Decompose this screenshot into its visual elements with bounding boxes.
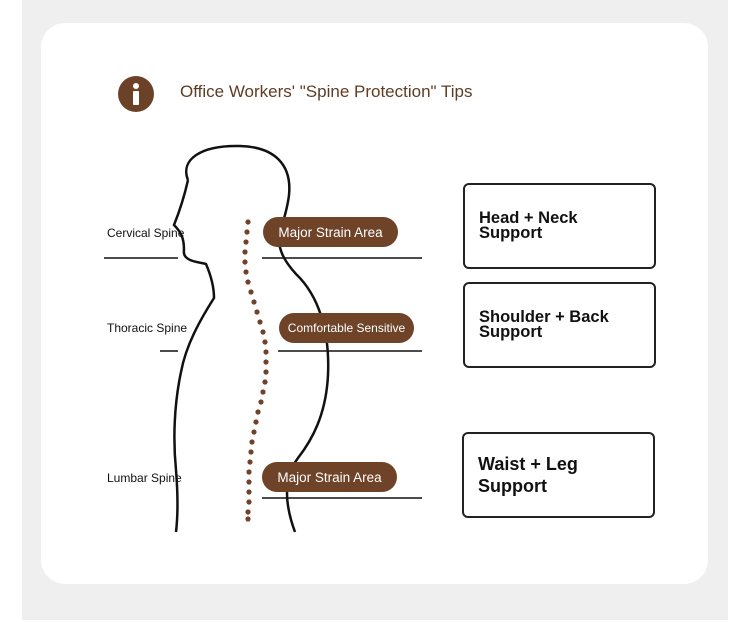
info-icon-bar <box>133 91 139 105</box>
info-icon-dot <box>133 83 139 89</box>
lumbar-spine-label: Lumbar Spine <box>107 471 182 485</box>
thoracic-strain-tag: Comfortable Sensitive <box>279 313 414 343</box>
page-title: Office Workers' "Spine Protection" Tips <box>180 82 473 101</box>
waist-leg-support-label: Waist + Leg Support <box>478 454 578 496</box>
lumbar-strain-tag: Major Strain Area <box>262 462 397 492</box>
shoulder-back-support-box: Shoulder + Back Support <box>463 282 656 368</box>
thoracic-spine-label: Thoracic Spine <box>107 321 188 335</box>
head-neck-support-label: Head + Neck Support <box>479 209 578 242</box>
shoulder-back-support-label: Shoulder + Back Support <box>479 308 609 341</box>
head-neck-support-box: Head + Neck Support <box>463 183 656 269</box>
waist-leg-support-box: Waist + Leg Support <box>462 432 655 518</box>
cervical-spine-label: Cervical Spine <box>107 226 185 240</box>
info-icon <box>118 76 154 112</box>
cervical-strain-tag: Major Strain Area <box>263 217 398 247</box>
